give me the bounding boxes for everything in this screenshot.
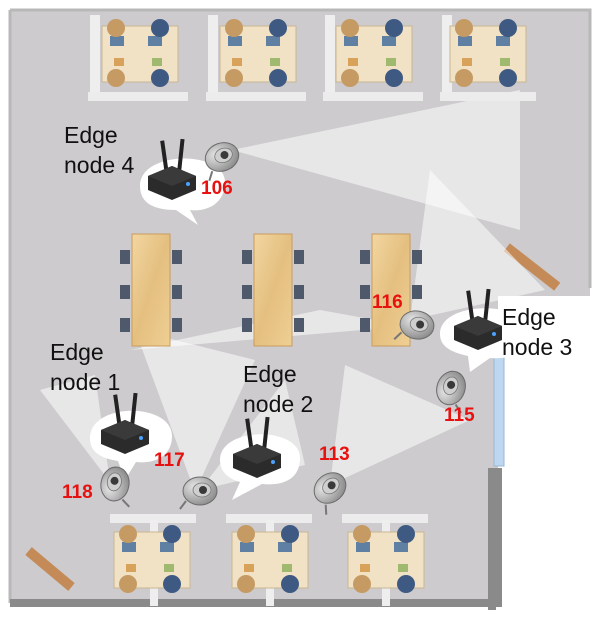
camera-118-label: 118: [62, 482, 93, 503]
edge-node-2-label: Edge node 2: [243, 361, 314, 417]
meeting-tables: [120, 233, 422, 347]
camera-116-label: 116: [372, 292, 403, 313]
edge-node-2-bubble: [220, 416, 300, 500]
table-left: [120, 233, 182, 347]
door-right: [503, 243, 561, 291]
fov-camera-117-upper: [135, 330, 255, 492]
door-left: [25, 547, 75, 591]
window: [493, 345, 505, 467]
camera-113-label: 113: [319, 444, 350, 465]
table-middle: [242, 233, 304, 347]
camera-115-label: 115: [444, 405, 475, 426]
fov-camera-113: [330, 365, 470, 485]
top-desks: [88, 15, 536, 101]
edge-node-4-label: Edge node 4: [64, 122, 135, 178]
bottom-desks: [110, 514, 428, 606]
edge-node-1-label: Edge node 1: [50, 339, 121, 395]
fov-camera-118: [40, 375, 110, 482]
edge-node-4-bubble: [140, 138, 225, 225]
edge-node-3-bubble: [440, 288, 528, 372]
edge-node-1-bubble: [90, 392, 172, 480]
fov-camera-116: [410, 170, 545, 320]
camera-117-label: 117: [154, 450, 185, 471]
edge-node-3-label: Edge node 3: [502, 304, 573, 360]
camera-106-label: 106: [201, 178, 233, 199]
